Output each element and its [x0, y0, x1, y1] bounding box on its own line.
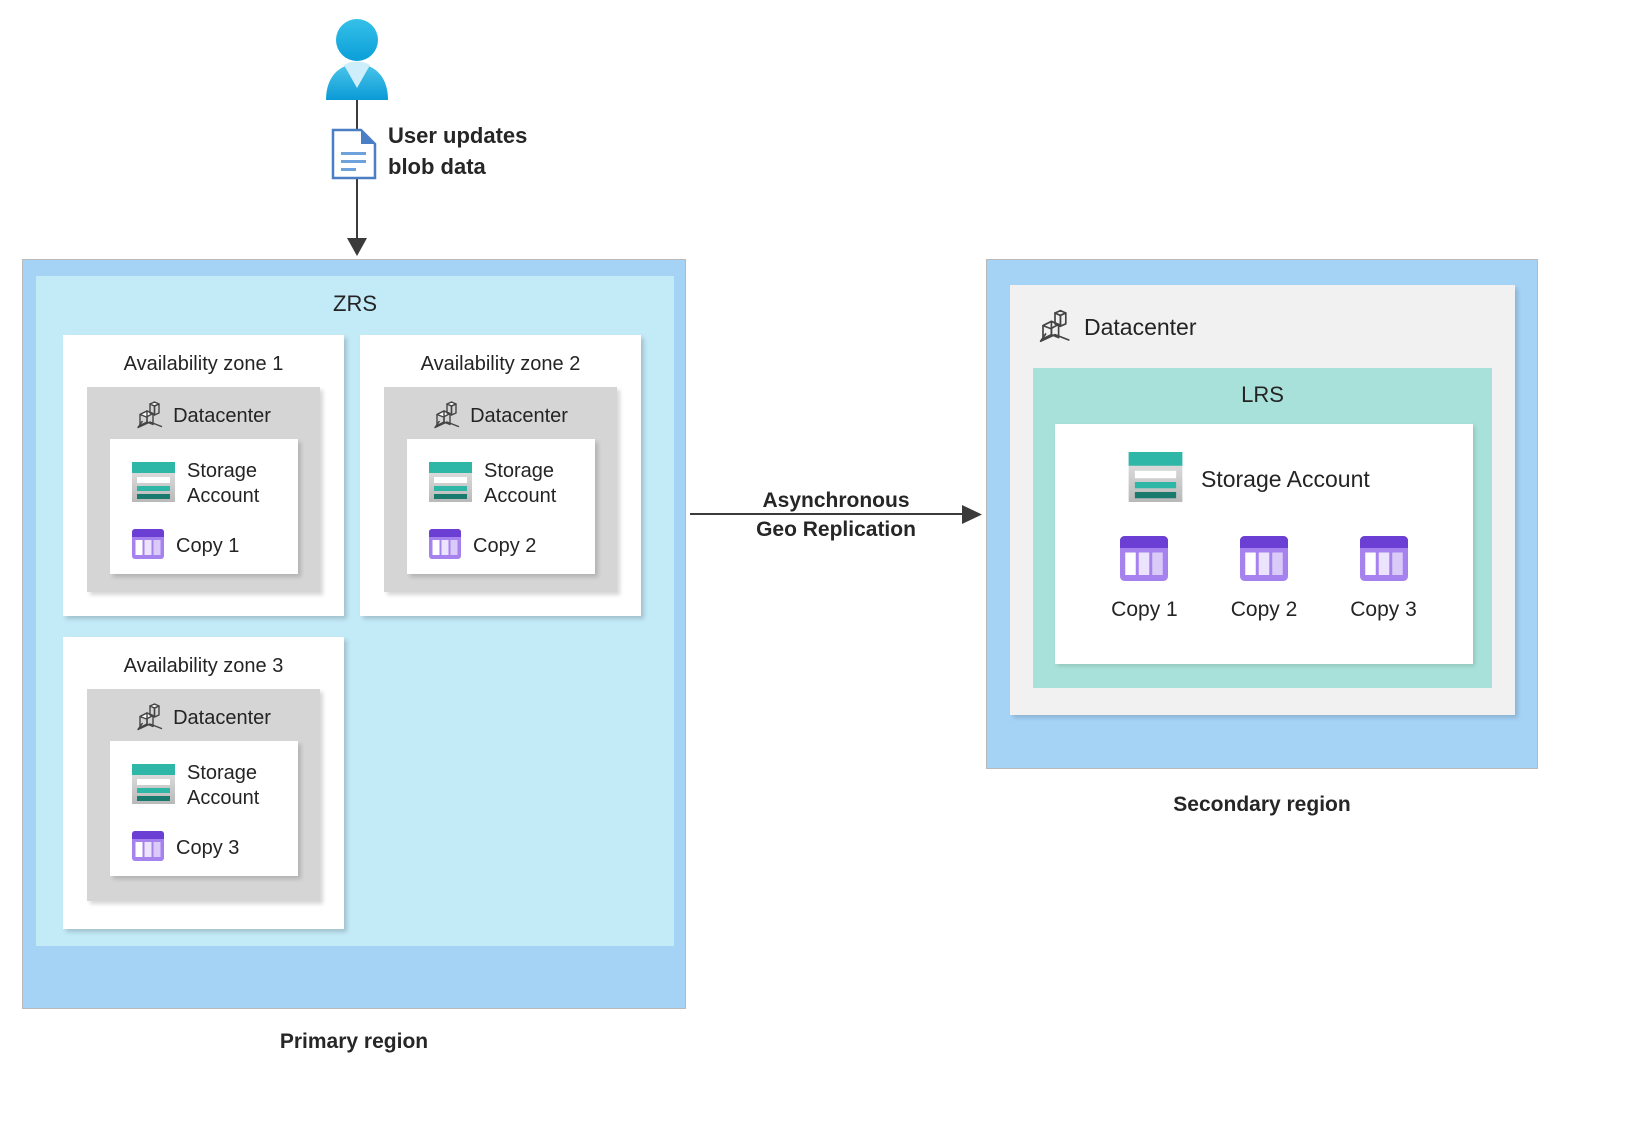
- availability-zone-3-card: Availability zone 3 Datacent: [63, 637, 344, 929]
- replication-arrow-line: [690, 513, 968, 515]
- storage-account-card: Storage Account Copy 3: [110, 741, 298, 876]
- datacenter-label: Datacenter: [173, 707, 271, 729]
- datacenter-icon: [1038, 307, 1072, 348]
- copy-row: Copy 3: [132, 831, 239, 866]
- availability-zone-3-title: Availability zone 3: [123, 655, 284, 677]
- availability-zone-1-title: Availability zone 1: [123, 353, 284, 375]
- copy-row: Copy 1: [132, 529, 239, 564]
- datacenter-label: Datacenter: [470, 405, 568, 427]
- datacenter-icon: [433, 399, 461, 434]
- storage-account-label: Storage Account: [484, 460, 557, 507]
- document-icon: [331, 128, 377, 180]
- storage-account-label: Storage Account: [187, 762, 260, 809]
- secondary-copies-row: Copy 1 Copy 2: [1055, 536, 1473, 622]
- storage-account-icon: [1128, 452, 1183, 507]
- copy-icon: [1239, 536, 1288, 586]
- copy-label: Copy 2: [1230, 598, 1298, 621]
- storage-account-label: Storage Account: [1201, 466, 1370, 492]
- storage-account-label: Storage Account: [187, 460, 260, 507]
- storage-account-icon: [132, 461, 175, 507]
- lrs-inner-card: Storage Account Copy 1: [1055, 424, 1473, 664]
- datacenter-box: Datacenter: [87, 387, 320, 592]
- datacenter-box: Datacenter: [87, 689, 320, 901]
- copy-cell: Copy 2: [1230, 536, 1298, 622]
- datacenter-label: Datacenter: [173, 405, 271, 427]
- datacenter-header: Datacenter: [87, 701, 320, 736]
- storage-account-card: Storage Account Copy 2: [407, 439, 595, 574]
- copy-icon: [132, 529, 164, 564]
- datacenter-header: Datacenter: [384, 399, 617, 434]
- availability-zone-2-card: Availability zone 2 Datacent: [360, 335, 641, 616]
- copy-icon: [132, 831, 164, 866]
- storage-account-card: Storage Account Copy 1: [110, 439, 298, 574]
- copy-icon: [429, 529, 461, 564]
- copy-row: Copy 2: [429, 529, 536, 564]
- storage-account-row: Storage Account: [132, 761, 259, 811]
- primary-region-caption: Primary region: [279, 1030, 429, 1053]
- replication-arrowhead: [962, 505, 982, 529]
- datacenter-icon: [136, 399, 164, 434]
- copy-cell: Copy 3: [1350, 536, 1417, 622]
- secondary-datacenter-header: Datacenter: [1038, 307, 1197, 348]
- copy-label: Copy 1: [176, 535, 240, 557]
- copy-icon: [1359, 536, 1408, 586]
- storage-account-row: Storage Account: [429, 459, 556, 509]
- datacenter-icon: [136, 701, 164, 736]
- zrs-label: ZRS: [333, 291, 377, 316]
- availability-zone-2-title: Availability zone 2: [420, 353, 581, 375]
- copy-label: Copy 3: [1350, 598, 1417, 621]
- copy-label: Copy 2: [473, 535, 537, 557]
- storage-account-row: Storage Account: [1128, 452, 1370, 507]
- copy-cell: Copy 1: [1111, 536, 1178, 622]
- user-icon: [322, 18, 392, 100]
- datacenter-label: Datacenter: [1084, 314, 1197, 340]
- user-updates-label: User updates blob data: [388, 123, 528, 179]
- availability-zone-1-card: Availability zone 1 Datacent: [63, 335, 344, 616]
- datacenter-box: Datacenter: [384, 387, 617, 592]
- copy-icon: [1120, 536, 1169, 586]
- copy-label: Copy 1: [1111, 598, 1178, 621]
- storage-account-row: Storage Account: [132, 459, 259, 509]
- datacenter-header: Datacenter: [87, 399, 320, 434]
- storage-account-icon: [132, 763, 175, 809]
- lrs-label: LRS: [1241, 382, 1284, 407]
- replication-label: Asynchronous Geo Replication: [756, 489, 916, 541]
- user-to-primary-arrowhead: [347, 238, 367, 263]
- copy-label: Copy 3: [176, 837, 240, 859]
- storage-account-icon: [429, 461, 472, 507]
- secondary-region-caption: Secondary region: [1173, 793, 1351, 816]
